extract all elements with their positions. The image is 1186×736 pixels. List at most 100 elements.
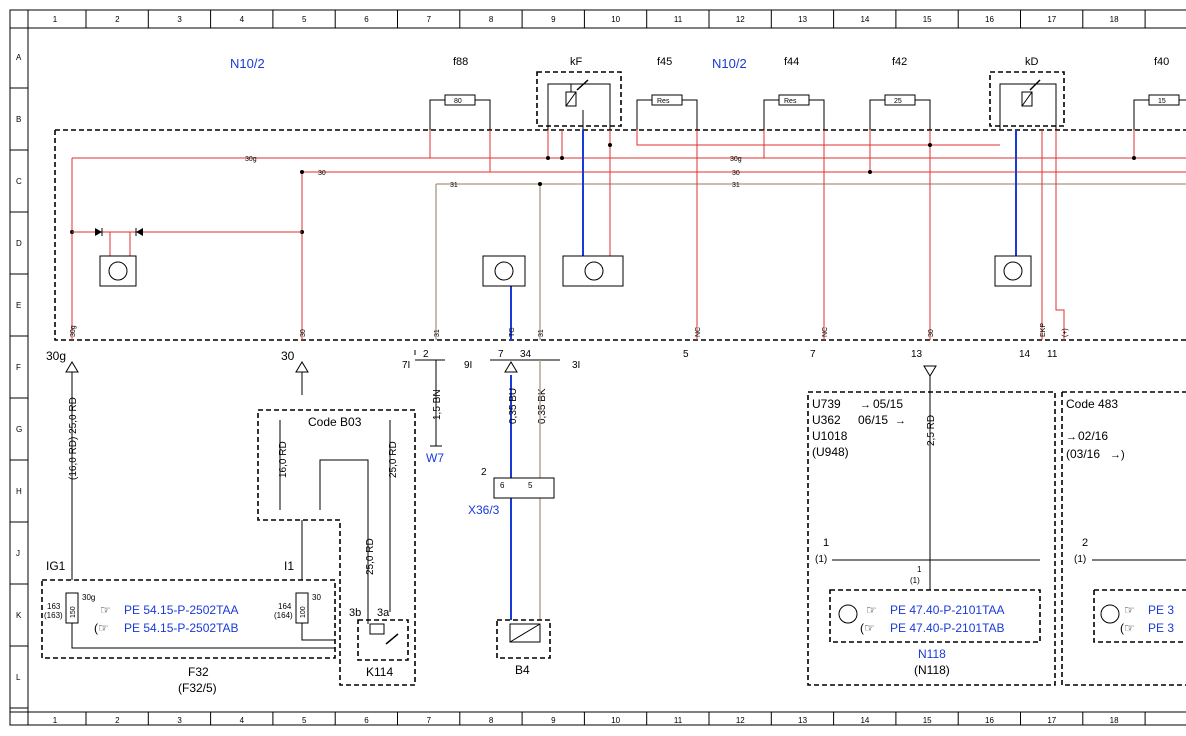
grid-col-15-top: 15 (923, 15, 932, 24)
grid-col-16-top: 16 (985, 15, 994, 24)
arrow-up-30 (295, 361, 309, 373)
wire-25rd-c: 25,0 RD (365, 538, 376, 575)
n10-2-label-left: N10/2 (230, 56, 265, 71)
x36-3-label: X36/3 (468, 503, 500, 517)
bus-label-30-a: 30 (318, 170, 326, 177)
wire-label-30: 30 (281, 349, 295, 363)
conn-3l: 3I (572, 360, 580, 371)
conn-7b: 7 (810, 349, 816, 360)
fuse-f45-value: Res (657, 98, 670, 105)
grid-col-6-bottom: 6 (364, 716, 369, 725)
u739-arrow-icon: → (860, 399, 871, 411)
conn-14: 14 (1019, 349, 1031, 360)
grid-col-13-bottom: 13 (798, 716, 807, 725)
n118-label: N118 (918, 647, 946, 661)
fuse-box-f32: IG1 I1 150 100 163 (163) 30g 164 (164) 3… (41, 520, 336, 695)
grid-col-18-top: 18 (1110, 15, 1119, 24)
transistor-box-4 (994, 255, 1032, 287)
wire-035bu: 0,35 BU (508, 388, 519, 424)
grid-col-17-bottom: 17 (1047, 716, 1056, 725)
r2-pe-b[interactable]: PE 3 (1148, 621, 1174, 635)
ig1-label: IG1 (46, 559, 66, 573)
f32-val2: 100 (300, 606, 307, 618)
k114-3a: 3a (377, 607, 390, 619)
grid-col-11-top: 11 (674, 15, 683, 24)
arrow-up-30g (65, 361, 79, 373)
conn-5: 5 (683, 349, 689, 360)
w7-label: W7 (426, 451, 444, 465)
grid-col-15-bottom: 15 (923, 716, 932, 725)
fuse-f44: Res (763, 94, 825, 130)
grid-col-4-bottom: 4 (240, 716, 245, 725)
grid-column-labels: 1122334455667788991010111112121313141415… (53, 10, 1146, 725)
x36-pin6: 6 (500, 481, 505, 490)
k114-label: K114 (366, 665, 393, 679)
pe-n118-b[interactable]: PE 47.40-P-2101TAB (890, 621, 1005, 635)
u739-date: 05/15 (873, 397, 903, 411)
pin-31b: 31 (538, 329, 545, 337)
grid-col-14-bottom: 14 (860, 716, 869, 725)
conn-9l: 9I (464, 360, 472, 371)
f32-label: F32 (188, 665, 209, 679)
grid-col-4-top: 4 (240, 15, 245, 24)
f32-pin1b: (163) (44, 611, 63, 620)
fuse-f88-label: f88 (453, 56, 468, 68)
pe-hand-icon-3: ☞ (866, 603, 877, 617)
wire-035bk: 0,35 BK (537, 388, 548, 424)
u362-arrow-icon: → (895, 415, 906, 427)
n10-2-label-mid: N10/2 (712, 56, 747, 71)
pin-30c: 30 (928, 329, 935, 337)
u739-label: U739 (812, 397, 841, 411)
u739-region: U739 → 05/15 U362 06/15 → U1018 (U948) 2… (807, 376, 1056, 686)
n118-pin-inner: 1 (917, 565, 922, 574)
n118-pin1b: (1) (815, 554, 827, 565)
diode-circuit (72, 228, 302, 256)
i1-label: I1 (284, 559, 294, 573)
pe-f32-b[interactable]: PE 54.15-P-2502TAB (124, 621, 239, 635)
pe-f32-a[interactable]: PE 54.15-P-2502TAA (124, 603, 239, 617)
c483-date: 02/16 (1078, 429, 1108, 443)
grid-col-12-bottom: 12 (736, 716, 745, 725)
grid-col-12-top: 12 (736, 15, 745, 24)
fuse-f44-label: f44 (784, 56, 799, 68)
x36-pin2: 2 (481, 467, 487, 478)
code-b03-label: Code B03 (308, 415, 362, 429)
pin-tg: TG (509, 327, 516, 337)
pe-n118-a[interactable]: PE 47.40-P-2101TAA (890, 603, 1005, 617)
r2-pe-a[interactable]: PE 3 (1148, 603, 1174, 617)
f32-pin2b: (164) (274, 611, 293, 620)
bus-label-30g-a: 30g (245, 156, 257, 163)
arrow-down-n118 (923, 365, 937, 377)
f32-lbl1: 30g (82, 593, 95, 602)
relay-kd-label: kD (1025, 56, 1039, 68)
u1018-label: U1018 (812, 429, 848, 443)
fuse-f40: 15 (1133, 94, 1186, 130)
grid-col-10-bottom: 10 (611, 716, 620, 725)
grid-col-13-top: 13 (798, 15, 807, 24)
grid-col-9-bottom: 9 (551, 716, 556, 725)
n118-alt-label: (N118) (914, 663, 950, 677)
f32-alt-label: (F32/5) (178, 681, 217, 695)
grid-col-7-top: 7 (427, 15, 432, 24)
diagram-frame (9, 9, 1186, 726)
conn-13: 13 (911, 349, 923, 360)
grid-col-17-top: 17 (1047, 15, 1056, 24)
conn-7l: 7I (402, 360, 410, 371)
pin-30: 30 (300, 329, 307, 337)
b4-label: B4 (515, 663, 530, 677)
relay-k114: 3b 3a K114 (349, 607, 409, 679)
u948-label: (U948) (812, 445, 849, 459)
transistor-box-2 (482, 255, 526, 287)
c483-arrow-icon-2: →) (1110, 449, 1125, 461)
pe-hand-icon-6: (☞ (1120, 621, 1135, 635)
x36-pin5: 5 (528, 481, 533, 490)
pin-plus: (+) (1062, 328, 1069, 337)
pe-hand-icon-4: (☞ (860, 621, 875, 635)
pe-hand-icon-5: ☞ (1124, 603, 1135, 617)
bus-label-30g-b: 30g (730, 156, 742, 163)
n10-2-module-outline (54, 129, 1186, 341)
code-483-label: Code 483 (1066, 397, 1118, 411)
fuse-f45: Res (636, 94, 698, 130)
fuse-f44-value: Res (784, 98, 797, 105)
pin-30g: 30g (70, 325, 77, 337)
